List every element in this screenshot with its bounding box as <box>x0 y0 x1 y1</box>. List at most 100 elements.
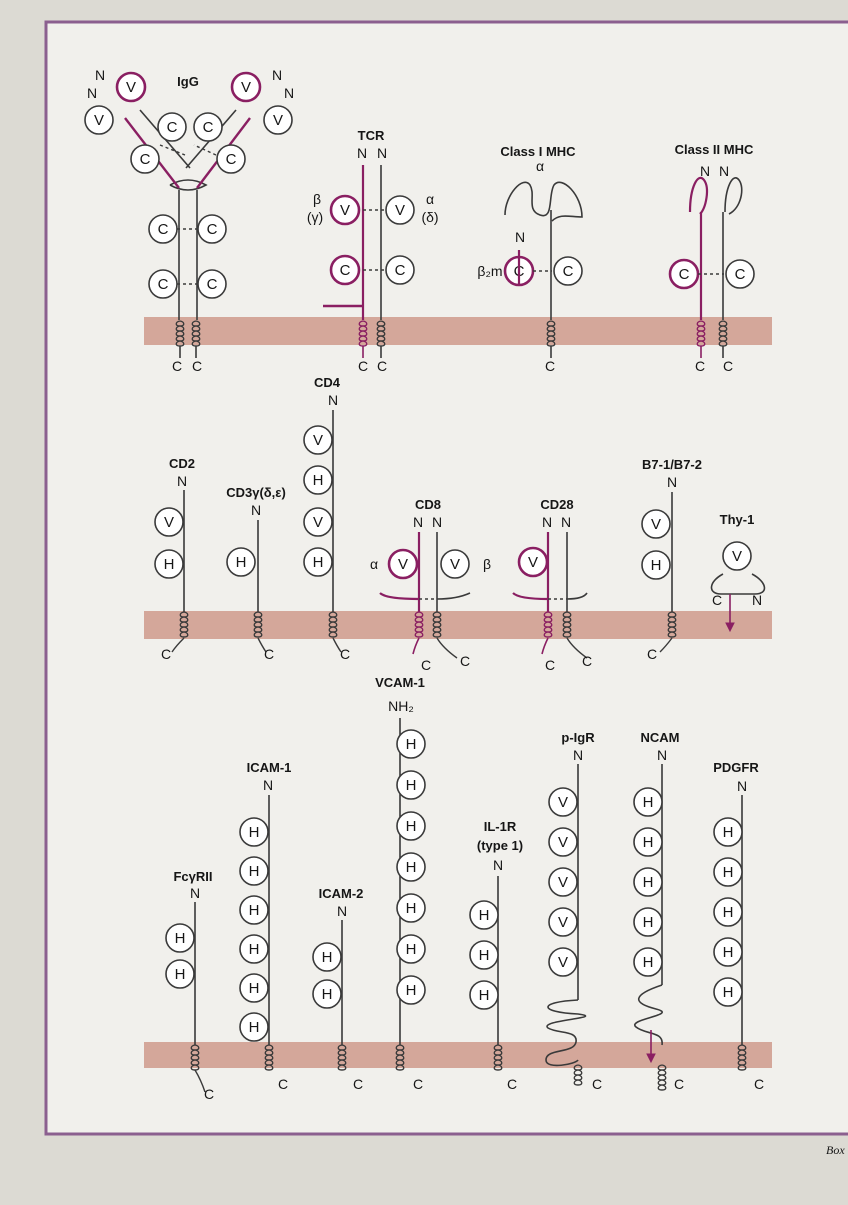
ig-domain-loop <box>633 827 663 857</box>
chain-tcr-gamma: (γ) <box>307 209 323 225</box>
ig-domain-loop <box>713 937 743 967</box>
label-icam1: ICAM-1 <box>247 760 292 775</box>
chain-tcr-alpha: α <box>426 191 434 207</box>
cytoplasmic-tail <box>412 637 420 655</box>
domain-label: C <box>395 262 406 279</box>
label-il1r: IL-1R <box>484 819 517 834</box>
domain-label: H <box>406 900 417 917</box>
domain-label: H <box>643 954 654 971</box>
ig-domain-loop <box>239 895 269 925</box>
n-terminus: N <box>263 777 273 793</box>
c-terminus: C <box>545 657 555 673</box>
label-igg: IgG <box>177 74 199 89</box>
domain-label: H <box>249 824 260 841</box>
transmembrane-helix <box>718 320 728 347</box>
transmembrane-helix <box>253 611 263 638</box>
n-terminus: N <box>284 85 294 101</box>
cytoplasmic-tail <box>257 637 267 653</box>
n-terminus: N <box>657 747 667 763</box>
cytoplasmic-tail <box>436 637 458 659</box>
c-terminus: C <box>754 1076 764 1092</box>
ig-domain-loop <box>239 934 269 964</box>
domain-label: H <box>651 557 662 574</box>
domain-label: C <box>158 276 169 293</box>
ig-domain-loop <box>548 947 578 977</box>
ig-domain-loop <box>548 867 578 897</box>
label-plgr: p-IgR <box>561 730 595 745</box>
domain-label: H <box>723 944 734 961</box>
domain-label: H <box>249 941 260 958</box>
c-terminus: C <box>674 1076 684 1092</box>
ig-domain-loop <box>725 259 755 289</box>
n-terminus: N <box>700 163 710 179</box>
transmembrane-helix <box>328 611 338 638</box>
c-terminus: C <box>712 592 722 608</box>
label-fcgr: FcγRII <box>173 869 212 884</box>
n-terminus: N <box>87 85 97 101</box>
domain-label: V <box>164 514 174 531</box>
ig-domain-loop <box>115 71 147 103</box>
transmembrane-helix <box>414 611 424 638</box>
c-terminus: C <box>545 358 555 374</box>
domain-label: V <box>558 874 568 891</box>
n-terminus: N <box>737 778 747 794</box>
ig-domain-loop <box>329 194 361 226</box>
ig-domain-loop <box>722 541 752 571</box>
domain-label: H <box>322 949 333 966</box>
ig-domain-loop <box>396 770 426 800</box>
molecule-labels: IgG TCR Class I MHC Class II MHC CD4 CD2… <box>87 67 845 1157</box>
domain-label: H <box>406 982 417 999</box>
c-terminus: C <box>413 1076 423 1092</box>
n-terminus: N <box>493 857 503 873</box>
domain-label: C <box>679 266 690 283</box>
cytoplasmic-tail <box>541 637 549 655</box>
ig-domain-loop <box>469 900 499 930</box>
label-pdgfr: PDGFR <box>713 760 759 775</box>
transmembrane-helix <box>376 320 386 347</box>
ig-domain-loop <box>713 857 743 887</box>
membrane-row-2 <box>144 611 772 639</box>
ig-domain-loop <box>239 1012 269 1042</box>
c-terminus: C <box>647 646 657 662</box>
transmembrane-helix <box>696 320 706 347</box>
n-terminus: N <box>357 145 367 161</box>
chain-tcr-beta: β <box>313 191 321 207</box>
ig-domain-loop <box>548 907 578 937</box>
domain-label: V <box>340 202 350 219</box>
label-b7: B7-1/B7-2 <box>642 457 702 472</box>
ig-domain-loop <box>396 975 426 1005</box>
label-tcr: TCR <box>358 128 385 143</box>
n-terminus: N <box>667 474 677 490</box>
domain-label: V <box>241 79 251 96</box>
label-il1r-type: (type 1) <box>477 838 523 853</box>
chain-cd8-alpha: α <box>370 556 378 572</box>
ig-domain-loop <box>303 547 333 577</box>
domain-label: H <box>164 556 175 573</box>
chain-b2m: β₂m <box>477 263 502 279</box>
c-terminus: C <box>723 358 733 374</box>
ig-domain-loop <box>633 907 663 937</box>
domain-label: V <box>732 548 742 565</box>
membrane-row-3 <box>144 1042 772 1068</box>
ig-domain-loop <box>312 942 342 972</box>
cd8-stalk <box>379 592 420 601</box>
ig-domain-loop <box>303 507 333 537</box>
label-thy1: Thy-1 <box>720 512 755 527</box>
transmembrane-helix <box>337 1044 347 1071</box>
n-terminus: N <box>190 885 200 901</box>
c-terminus: C <box>377 358 387 374</box>
ig-domain-loop <box>633 867 663 897</box>
domain-label: V <box>450 556 460 573</box>
ig-domain-loop <box>713 897 743 927</box>
transmembrane-helix <box>190 1044 200 1071</box>
cytoplasmic-tail <box>171 637 185 653</box>
molecule-drawings: CCCCCCCCVVVVVVCCCCCCVHHVHVHVVVVHVHHHHHHH… <box>84 71 766 1093</box>
n-terminus: N <box>328 392 338 408</box>
domain-label: H <box>249 863 260 880</box>
n-terminus: N <box>432 514 442 530</box>
ig-domain-loop <box>239 817 269 847</box>
cytoplasmic-tail <box>566 637 588 659</box>
c-terminus: C <box>204 1086 214 1102</box>
transmembrane-helix <box>546 320 556 347</box>
transmembrane-helix <box>395 1044 405 1071</box>
